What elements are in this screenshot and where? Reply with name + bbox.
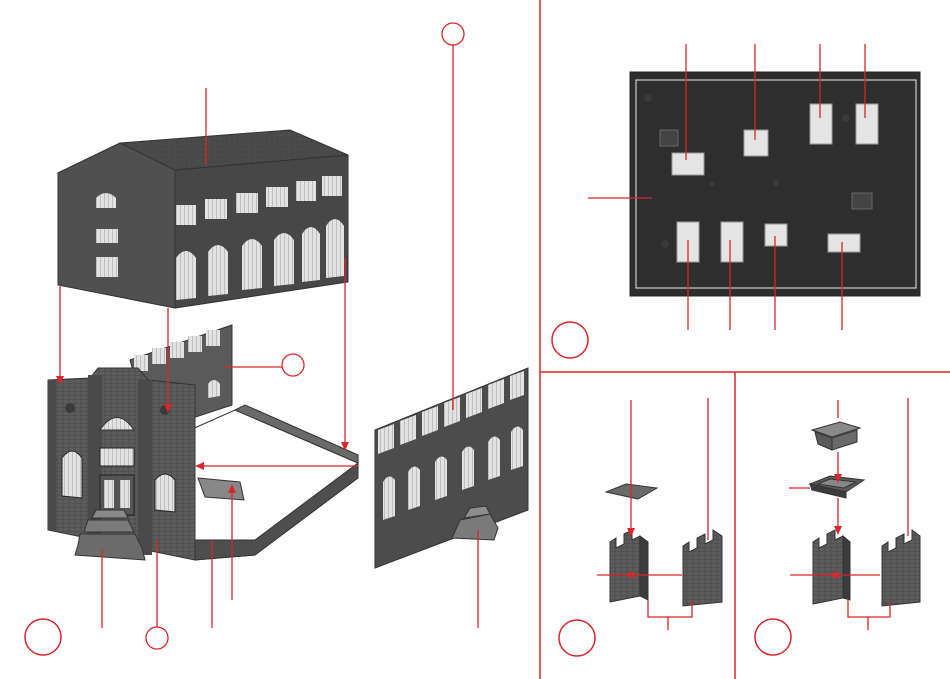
- step-circle-tower-a: [559, 620, 595, 656]
- sprue-part: [672, 153, 704, 175]
- detail-circle-1: [282, 354, 304, 376]
- sprue-part: [810, 104, 832, 144]
- tower-half-left-b: [813, 530, 850, 604]
- facade-window-right: [155, 474, 175, 512]
- detail-circle-3: [146, 627, 168, 649]
- step-circle-sprue: [552, 322, 588, 358]
- step-circle-tower-b: [755, 619, 791, 655]
- tower-cap-part: [812, 422, 860, 450]
- detail-circle-2: [442, 23, 464, 45]
- parts-sprue-panel: [552, 44, 920, 358]
- gable-window: [96, 257, 118, 277]
- sign-board: [100, 448, 134, 466]
- tower-half-right: [683, 530, 722, 606]
- gable-wall: [58, 143, 175, 308]
- main-assembly-panel: [25, 23, 528, 655]
- gable-window: [96, 229, 118, 243]
- upper-building-module: [58, 130, 348, 308]
- sprue-part: [744, 130, 768, 156]
- main-callouts: [25, 23, 478, 655]
- tower-assembly-b-panel: [755, 398, 920, 655]
- tower-assembly-a-panel: [559, 398, 722, 656]
- side-wall-module: [375, 368, 528, 568]
- sprue-part: [721, 222, 743, 262]
- tower-half-left: [610, 530, 648, 602]
- floor-opening: [198, 478, 244, 500]
- sprue-part: [765, 224, 787, 246]
- facade-window-left: [62, 451, 82, 498]
- lower-building-base: [48, 325, 358, 560]
- floor-frame: [195, 463, 358, 560]
- sprue-part: [856, 104, 878, 144]
- step-circle-main: [25, 619, 61, 655]
- tower-half-right-b: [882, 530, 920, 606]
- sprue-part: [828, 234, 860, 252]
